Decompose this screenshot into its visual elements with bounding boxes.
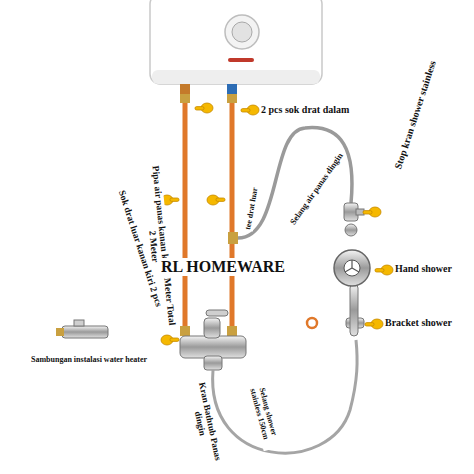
part-label: Stop kran shower stainless [392, 58, 438, 171]
part-label: Selang shower stainless 150cm [245, 375, 281, 451]
flex-hose [238, 128, 352, 238]
watermark-text: RL HOMEWARE [160, 258, 286, 276]
stop-valve [344, 203, 364, 236]
part-label: Hand shower [394, 263, 453, 274]
hand-shower [334, 250, 370, 336]
bathtub-faucet [180, 310, 246, 370]
shower-hose [213, 340, 357, 453]
part-label: Sambungan instalasi water heater [18, 356, 160, 365]
part-label: Selang air panas dingin [288, 151, 346, 228]
pointing-hands [161, 103, 393, 345]
part-label: Bracket shower [384, 317, 453, 328]
connector-fitting [56, 320, 108, 338]
copper-pipes [180, 94, 238, 336]
water-heater [150, 0, 322, 94]
part-label: 2 pcs sok drat dalam [260, 104, 350, 115]
part-label: Kran Bathtub Panas dingin [186, 378, 223, 467]
